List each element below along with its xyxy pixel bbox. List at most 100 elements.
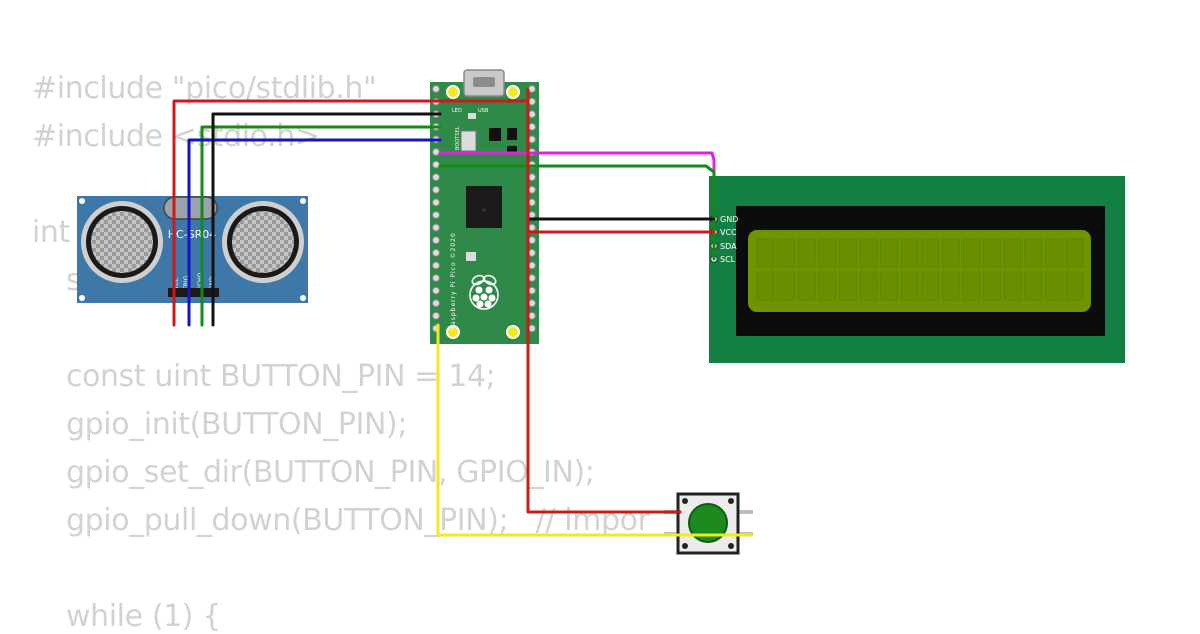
gpio-pin xyxy=(432,248,440,257)
lcd-character-cell xyxy=(942,271,960,301)
gpio-pin xyxy=(528,311,536,320)
lcd-character-cell xyxy=(983,271,1001,301)
lcd-character-cell xyxy=(880,271,898,301)
button-cap[interactable] xyxy=(688,503,728,543)
gpio-pin xyxy=(528,135,536,144)
green-wire xyxy=(438,164,716,261)
mount-hole xyxy=(79,295,85,301)
gpio-pin xyxy=(528,248,536,257)
lcd-character-cell xyxy=(859,271,878,301)
gpio-pin xyxy=(432,148,440,156)
lcd-character-cell xyxy=(777,271,795,301)
chip-logo: ◈ xyxy=(481,206,487,214)
code-line: int xyxy=(32,215,70,250)
code-line: const uint BUTTON_PIN = 14; xyxy=(66,359,496,394)
button-corner xyxy=(682,543,688,549)
gpio-pin xyxy=(528,97,536,106)
code-line: gpio_set_dir(BUTTON_PIN, GPIO_IN); xyxy=(66,455,595,490)
gpio-pin xyxy=(432,261,440,270)
lcd-character-cell xyxy=(756,238,775,268)
button-corner xyxy=(728,543,734,549)
green-wire xyxy=(200,125,442,327)
gpio-pin xyxy=(432,311,440,320)
gpio-pin xyxy=(528,198,536,207)
lcd-character-cell xyxy=(1003,238,1022,268)
mount-hole xyxy=(446,85,460,99)
transducer-left xyxy=(81,201,163,283)
chip xyxy=(507,128,517,140)
usb-label: USB xyxy=(478,108,489,114)
lcd-pin-label-sda: SDA xyxy=(720,242,737,251)
gpio-pin xyxy=(528,85,536,93)
sensor-model-label: HC-SR04 xyxy=(168,228,217,241)
lcd-character-cell xyxy=(1024,271,1043,301)
mount-hole xyxy=(300,198,306,204)
lcd-character-cell xyxy=(777,238,795,268)
red-wire xyxy=(526,88,682,514)
code-line: gpio_init(BUTTON_PIN); xyxy=(66,407,408,442)
lcd-character-cell xyxy=(797,238,816,268)
code-line: gpio_pull_down(BUTTON_PIN); // impor xyxy=(66,503,650,538)
gpio-pin xyxy=(528,261,536,270)
lcd-character-cell xyxy=(983,238,1001,268)
black-wire xyxy=(211,112,442,327)
lcd-character-grid xyxy=(756,238,1084,301)
lcd-character-cell xyxy=(839,271,857,301)
pico-board[interactable]: LED USB BOOTSEL ◈ Raspberry Pi Pico ©202… xyxy=(430,69,539,344)
gpio-pin xyxy=(528,211,536,219)
gpio-pin xyxy=(528,286,536,295)
gpio-pin xyxy=(528,110,536,119)
sensor-pin-label: TRIG xyxy=(183,275,190,291)
transducer-right xyxy=(222,201,304,283)
mount-hole xyxy=(446,325,460,339)
lcd-character-cell xyxy=(962,238,981,268)
sensor-pin-header xyxy=(168,288,219,297)
test-pad xyxy=(466,252,476,261)
red-wire xyxy=(172,99,442,327)
lcd-pin-label-gnd: GND xyxy=(720,215,738,224)
bootsel-button[interactable] xyxy=(460,130,477,152)
button-corner xyxy=(682,498,688,504)
lcd-character-cell xyxy=(1065,238,1084,268)
pico-silkscreen-name: Raspberry Pi Pico ©2020 xyxy=(450,232,457,330)
button-corner xyxy=(728,498,734,504)
gpio-pin xyxy=(528,223,536,232)
lcd-character-cell xyxy=(900,271,919,301)
bootsel-label: BOOTSEL xyxy=(455,126,461,150)
gpio-pin xyxy=(432,160,440,169)
lcd-character-cell xyxy=(921,271,940,301)
gpio-pin xyxy=(432,198,440,207)
blue-wire xyxy=(187,138,442,327)
lcd-character-cell xyxy=(942,238,960,268)
gpio-pin xyxy=(432,236,440,245)
wires xyxy=(172,88,754,537)
mount-hole xyxy=(79,198,85,204)
gpio-pin xyxy=(432,185,440,194)
chip xyxy=(507,146,517,154)
code-line: #include <stdio.h> xyxy=(32,119,320,154)
lcd-display[interactable]: GND VCC SDA SCL xyxy=(709,176,1125,363)
push-button[interactable] xyxy=(664,492,753,555)
led-indicator xyxy=(468,113,476,119)
lcd-character-cell xyxy=(1045,271,1063,301)
lcd-character-cell xyxy=(818,271,837,301)
gpio-pin xyxy=(432,286,440,295)
code-line: while (1) { xyxy=(66,599,221,634)
sensor-pin-label: VCC xyxy=(173,278,180,290)
gpio-pin xyxy=(432,274,440,282)
lcd-character-cell xyxy=(921,238,940,268)
lcd-character-cell xyxy=(797,271,816,301)
gpio-pin xyxy=(432,299,440,308)
raspberry-logo-icon xyxy=(469,274,499,310)
lcd-character-cell xyxy=(859,238,878,268)
gpio-pin xyxy=(528,299,536,308)
gpio-pin xyxy=(528,274,536,282)
lcd-character-cell xyxy=(1003,271,1022,301)
lcd-character-cell xyxy=(900,238,919,268)
ultrasonic-sensor[interactable]: HC-SR04 VCC TRIG ECHO GND xyxy=(77,196,308,303)
lcd-pin-label-vcc: VCC xyxy=(720,228,737,237)
lcd-character-cell xyxy=(756,271,775,301)
gpio-pin xyxy=(432,211,440,219)
lcd-character-cell xyxy=(818,238,837,268)
